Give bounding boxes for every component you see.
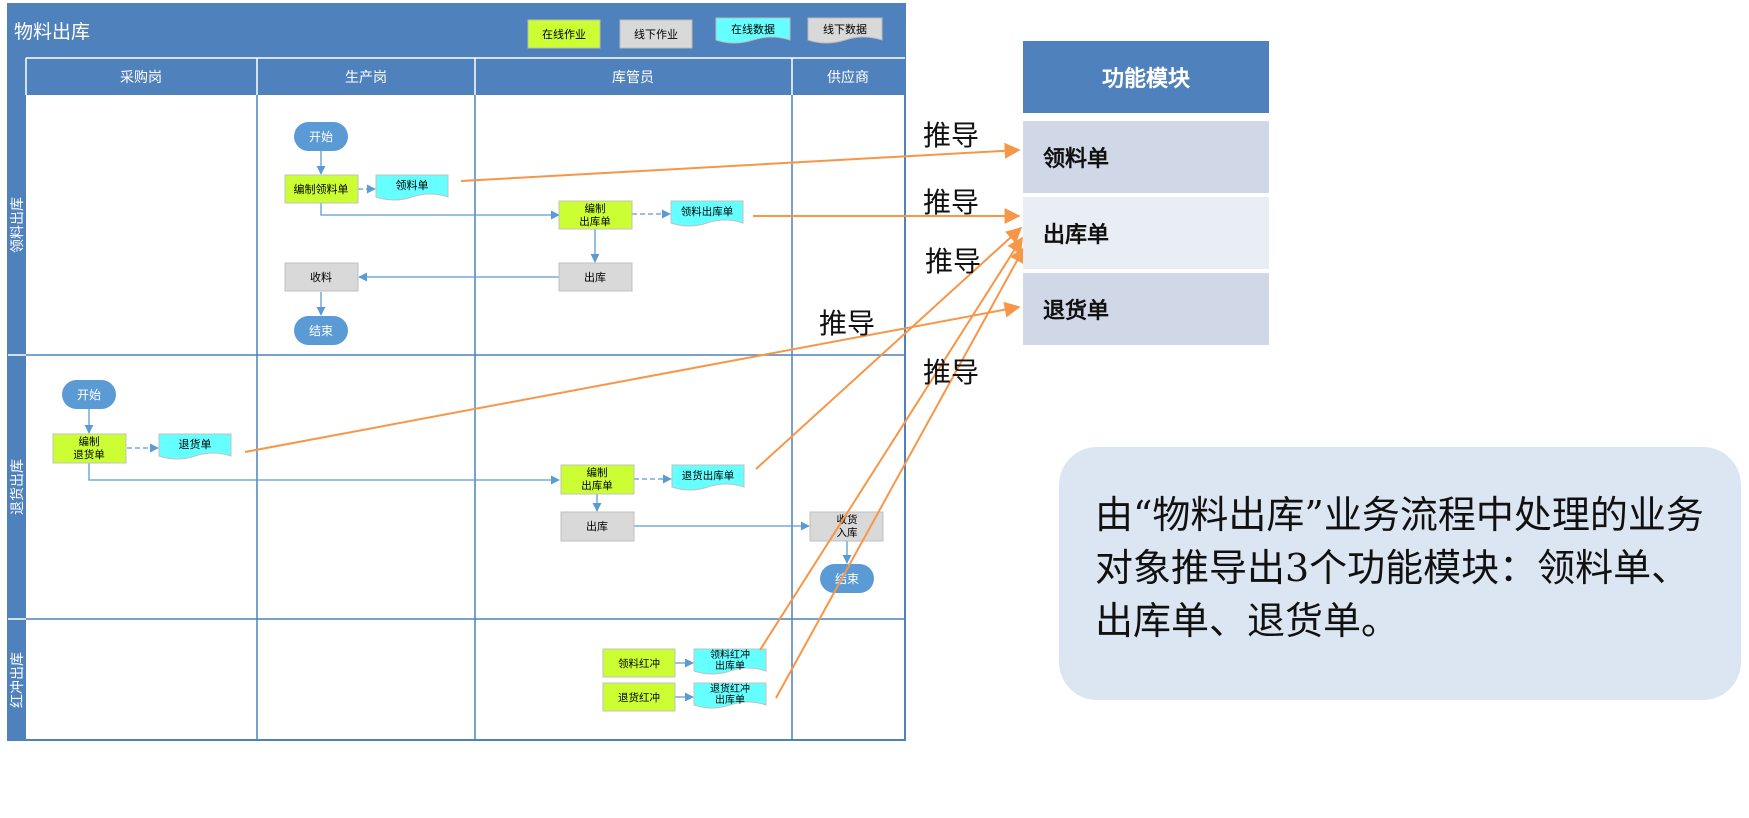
end-node-return	[820, 564, 874, 593]
pick-list-doc	[375, 174, 449, 201]
start-node	[294, 122, 348, 151]
column-header-purchasing: 采购岗	[120, 70, 162, 86]
pick-outbound-doc-label: 领料出库单	[681, 205, 734, 218]
legend-offline-task	[619, 19, 693, 49]
legend-offline-data	[807, 17, 883, 44]
legend-offline-task-label: 线下作业	[634, 27, 678, 41]
return-red-reversal-doc-line1: 退货红冲	[710, 682, 750, 695]
derive-arrow-return	[244, 301, 1021, 453]
derive-label-1: 推导	[923, 119, 980, 152]
derive-label-5: 推导	[923, 356, 980, 389]
return-order-doc	[158, 433, 232, 460]
pick-red-reversal-doc-line1: 领料红冲	[710, 648, 750, 661]
edit-outbound-order-task	[558, 200, 633, 230]
outbound-task	[558, 262, 633, 292]
start-node-label: 开始	[309, 130, 333, 144]
edit-return-order-task	[52, 433, 127, 464]
return-red-reversal-label: 退货红冲	[618, 691, 660, 704]
derive-arrow-pick-list	[460, 142, 1021, 182]
end-node-return-label: 结束	[835, 572, 859, 586]
edit-outbound-order-line2: 出库单	[579, 215, 611, 228]
outbound-task-2-label: 出库	[586, 519, 608, 533]
derive-arrow-return-outbound	[755, 226, 1023, 470]
derive-arrow-return-red	[775, 246, 1025, 699]
module-outbound-order: 出库单	[1023, 197, 1269, 269]
column-header-supplier: 供应商	[827, 69, 869, 86]
legend-online-data-label: 在线数据	[731, 22, 775, 36]
lane-label-pick-out: 领料出库	[10, 197, 26, 253]
receive-material-label: 收料	[310, 270, 332, 284]
pick-list-doc-label: 领料单	[396, 178, 429, 192]
pick-red-reversal-label: 领料红冲	[618, 657, 660, 670]
edit-pick-list-task	[284, 174, 359, 204]
edit-pick-list-label: 编制领料单	[294, 182, 349, 196]
derive-label-3: 推导	[925, 245, 982, 278]
outbound-task-2	[560, 511, 635, 542]
module-pick-list: 领料单	[1023, 121, 1269, 193]
return-red-reversal-doc	[693, 682, 767, 709]
edit-outbound-order-task-2	[560, 464, 635, 495]
diagram-frame	[7, 3, 906, 741]
pick-red-reversal-doc-line2: 出库单	[715, 659, 745, 672]
modules-title: 功能模块	[1023, 41, 1269, 113]
derive-label-2: 推导	[923, 186, 980, 219]
legend-offline-data-label: 线下数据	[823, 22, 867, 36]
pick-red-reversal-doc	[693, 648, 767, 675]
summary-note: 由“物料出库”业务流程中处理的业务对象推导出3个功能模块：领料单、出库单、退货单…	[1059, 447, 1741, 700]
edit-outbound-order-2-line1: 编制	[587, 466, 608, 479]
module-return-order: 退货单	[1023, 273, 1269, 345]
legend-online-task-label: 在线作业	[542, 27, 586, 41]
lane-label-return-out: 退货出库	[9, 459, 26, 515]
pick-outbound-doc	[670, 200, 744, 227]
edit-outbound-order-2-line2: 出库单	[581, 479, 613, 492]
return-outbound-doc-label: 退货出库单	[682, 469, 735, 482]
derive-arrow-pick-red	[759, 236, 1023, 651]
receive-material-task	[284, 262, 359, 292]
outbound-task-label: 出库	[584, 270, 606, 284]
lane-label-red-reversal: 红冲出库	[10, 652, 26, 708]
column-header-row	[8, 58, 905, 95]
start-node-return-label: 开始	[77, 388, 101, 402]
return-red-reversal-doc-line2: 出库单	[715, 693, 745, 706]
column-header-production: 生产岗	[345, 70, 387, 86]
receive-stock-line2: 入库	[837, 526, 858, 539]
edit-return-order-line2: 退货单	[73, 448, 105, 461]
end-node	[294, 316, 348, 345]
return-order-doc-label: 退货单	[179, 437, 212, 451]
legend-online-task	[527, 19, 601, 49]
column-header-warehouse: 库管员	[612, 70, 654, 86]
pick-red-reversal-task	[602, 648, 676, 678]
edit-outbound-order-line1: 编制	[585, 202, 606, 215]
end-node-label: 结束	[309, 324, 333, 338]
start-node-return	[62, 380, 116, 409]
edit-return-order-line1: 编制	[79, 435, 100, 448]
return-outbound-doc	[671, 464, 745, 491]
diagram-title: 物料出库	[14, 21, 90, 43]
return-red-reversal-task	[602, 682, 676, 712]
derive-label-4: 推导	[819, 307, 876, 340]
lane-label-column	[8, 58, 26, 740]
legend-online-data	[715, 17, 791, 44]
